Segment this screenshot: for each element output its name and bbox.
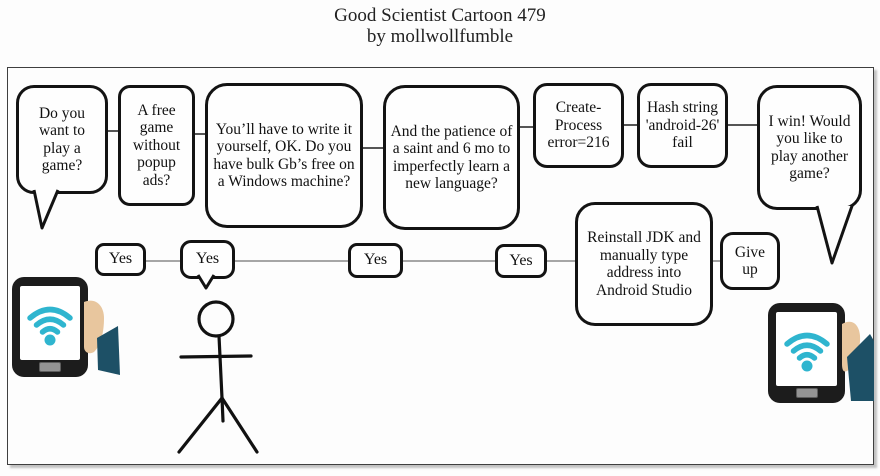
cartoon-title: Good Scientist Cartoon 479 [334,5,546,26]
title-block: Good Scientist Cartoon 479 by mollwollfu… [0,5,880,47]
wifi-icon [27,306,73,346]
tablet-screen [20,286,80,360]
box-write-it-yourself: You’ll have to write it yourself, OK. Do… [205,83,363,228]
box-yes-4: Yes [495,244,547,278]
box-yes-3: Yes [348,243,403,278]
tablet-screen [776,312,837,386]
box-reinstall-jdk: Reinstall JDK and manually type address … [575,202,713,326]
home-button [39,362,61,372]
wifi-icon [783,332,830,372]
box-give-up: Give up [720,232,780,290]
box-createprocess-error: Create-Process error=216 [533,83,624,168]
box-free-game-without-ads: A free game without popup ads? [118,85,195,206]
box-hash-string-fail: Hash string 'android-26' fail [637,83,728,168]
tablet-icon [12,277,88,377]
speech-bubble-yes-2: Yes [180,240,235,279]
speech-bubble-i-win: I win! Would you like to play another ga… [757,85,862,210]
box-yes-1: Yes [95,243,146,276]
cartoon-author: by mollwollfumble [366,26,514,47]
tablet-icon [768,303,845,403]
home-button [795,388,818,398]
speech-bubble-do-you-want-to-play: Do you want to play a game? [16,85,108,194]
comic-frame [7,67,874,465]
box-patience-of-a-saint: And the patience of a saint and 6 mo to … [383,85,520,230]
